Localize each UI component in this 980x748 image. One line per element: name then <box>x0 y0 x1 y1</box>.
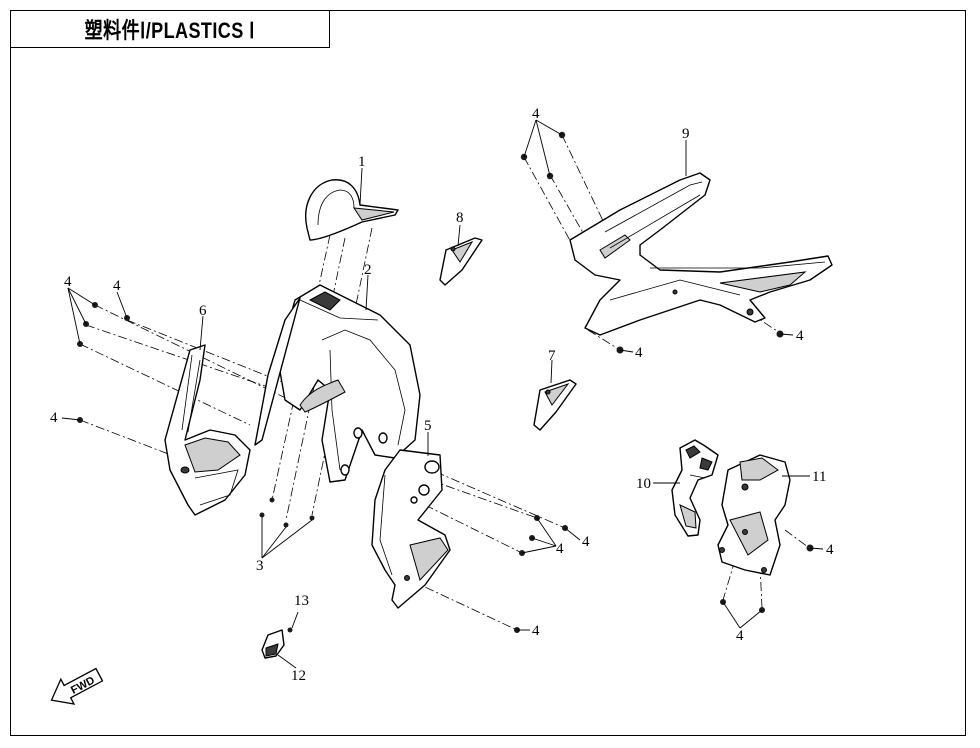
diagram-title: 塑料件Ⅰ/PLASTICS Ⅰ <box>84 17 255 43</box>
callout-6: 6 <box>199 303 207 319</box>
part-9-rear-fender <box>569 172 833 336</box>
leader-lines <box>61 119 824 669</box>
part-10-bracket <box>671 439 719 537</box>
part-5-right-cover <box>371 449 451 609</box>
part-7-bracket-cover <box>533 379 577 431</box>
callout-10: 10 <box>636 476 651 492</box>
fwd-arrow: FWD <box>50 667 104 705</box>
part-8-bracket-cover <box>439 237 483 286</box>
callout-4: 4 <box>582 534 590 550</box>
part-1-visor <box>305 179 399 241</box>
callout-4: 4 <box>532 106 540 122</box>
part-2-front-cowl <box>254 284 421 483</box>
title-block: 塑料件Ⅰ/PLASTICS Ⅰ <box>10 10 330 48</box>
fwd-label: FWD <box>69 674 97 696</box>
callout-1: 1 <box>358 154 366 170</box>
callout-9: 9 <box>682 126 690 142</box>
callout-4: 4 <box>796 328 804 344</box>
callout-4: 4 <box>113 278 121 294</box>
part-12-clip <box>261 629 285 659</box>
callout-8: 8 <box>456 210 464 226</box>
callout-4: 4 <box>556 541 564 557</box>
drawing-frame <box>10 10 966 736</box>
callout-2: 2 <box>364 262 372 278</box>
callout-5: 5 <box>424 418 432 434</box>
callout-12: 12 <box>291 668 306 684</box>
callout-4: 4 <box>826 542 834 558</box>
callout-4: 4 <box>532 623 540 639</box>
callout-4: 4 <box>50 410 58 426</box>
callout-3: 3 <box>256 558 264 574</box>
callout-4: 4 <box>736 628 744 644</box>
part-6-left-cover <box>164 344 251 516</box>
callout-7: 7 <box>548 348 556 364</box>
callout-4: 4 <box>64 274 72 290</box>
callout-labels: 1 2 3 5 6 7 8 9 10 11 12 13 4 4 4 4 4 4 … <box>50 106 834 684</box>
callout-4: 4 <box>635 345 643 361</box>
callout-13: 13 <box>294 593 309 609</box>
part-11-rear-cover <box>717 454 791 576</box>
part-13-screw <box>287 627 293 633</box>
callout-11: 11 <box>812 469 826 485</box>
